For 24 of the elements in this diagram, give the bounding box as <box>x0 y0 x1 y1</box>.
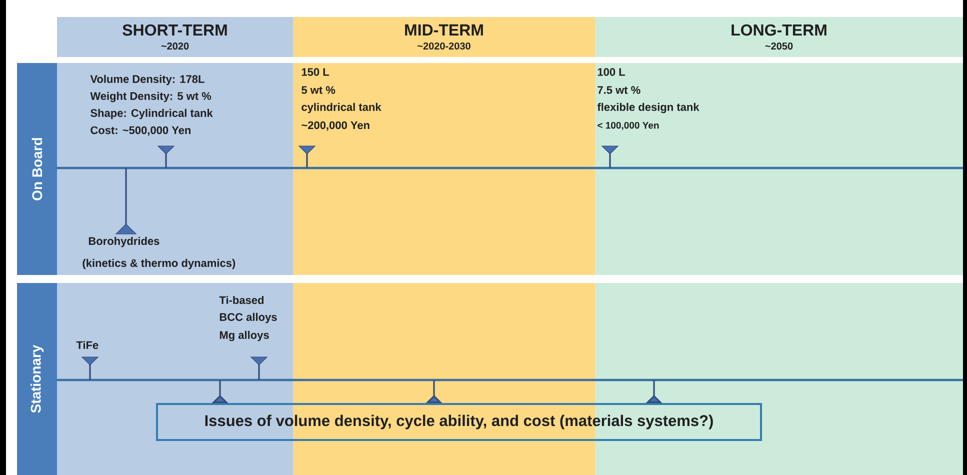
note-text: Mg alloys <box>220 330 269 342</box>
row-header: On Board <box>17 63 57 275</box>
note-text: BCC alloys <box>220 312 277 324</box>
note-text: 7.5 wt % <box>598 86 640 94</box>
note-text: Weight Density: 5 wt % <box>90 92 212 102</box>
note-text: cylindrical tank <box>302 102 382 114</box>
note-text: Cost: ~500,000 Yen <box>90 126 190 136</box>
period-header: LONG-TERM ~2050 <box>595 17 963 57</box>
note-text: Ti-based <box>219 296 264 304</box>
note-text: Volume Density: 178L <box>90 74 204 86</box>
note-text: 150 L <box>302 68 329 76</box>
period-header: SHORT-TERM ~2020 <box>57 17 293 57</box>
row-header: Stationary <box>17 283 57 475</box>
note-text: Borohydrides <box>88 236 160 248</box>
note-text: < 100,000 Yen <box>598 122 659 130</box>
issue-box: Issues of volume density, cycle ability, and cost (materials systems?) <box>156 403 762 441</box>
period-header: MID-TERM ~2020-2030 <box>293 17 595 57</box>
note-text: (kinetics & thermo dynamics) <box>82 258 236 270</box>
note-text: ~200,000 Yen <box>302 121 370 131</box>
note-text: 100 L <box>598 68 625 76</box>
note-text: 5 wt % <box>302 86 336 94</box>
note-text: TiFe <box>76 340 98 350</box>
note-text: flexible design tank <box>597 102 700 114</box>
note-text: Shape: Cylindrical tank <box>90 108 213 120</box>
